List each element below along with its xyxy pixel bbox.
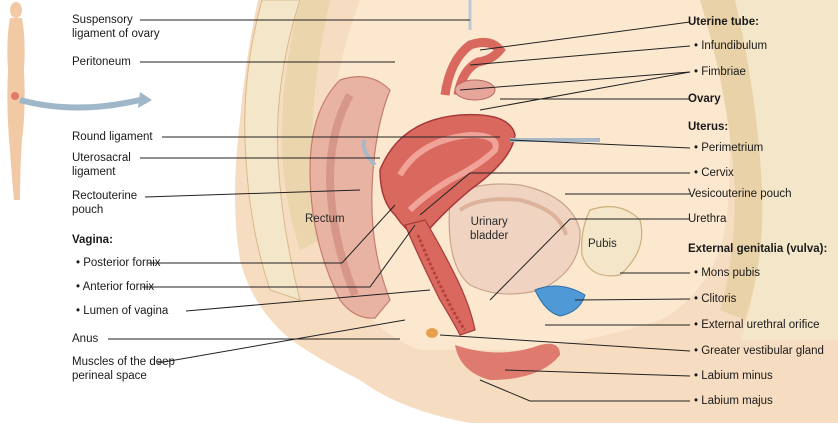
label-rectouterine-pouch: Rectouterine pouch xyxy=(72,190,138,216)
ovary-shape xyxy=(454,79,496,101)
label-pubis: Pubis xyxy=(588,238,617,250)
label-fimbriae: • Fimbriae xyxy=(694,66,746,78)
label-cervix: • Cervix xyxy=(694,167,734,179)
label-urinary-bladder: Urinary bladder xyxy=(470,216,509,242)
label-external-genitalia-heading: External genitalia (vulva): xyxy=(688,243,828,255)
label-muscles-deep-perineal: Muscles of the deep perineal space xyxy=(72,356,175,382)
label-anus: Anus xyxy=(72,333,99,345)
label-anterior-fornix: • Anterior fornix xyxy=(76,281,155,293)
label-vagina-heading: Vagina: xyxy=(72,234,113,246)
label-uterus-heading: Uterus: xyxy=(688,121,729,133)
clitoris-shape xyxy=(534,285,586,317)
label-lumen-of-vagina: • Lumen of vagina xyxy=(76,305,169,317)
uterine-tube-shape xyxy=(440,37,506,96)
label-labium-minus: • Labium minus xyxy=(694,370,773,382)
label-perimetrium: • Perimetrium xyxy=(694,142,764,154)
body-section xyxy=(235,0,838,423)
label-peritoneum: Peritoneum xyxy=(72,56,131,68)
label-labium-majus: • Labium majus xyxy=(694,395,773,407)
label-infundibulum: • Infundibulum xyxy=(694,40,768,52)
pubis-shape xyxy=(581,206,643,277)
vagina-shape xyxy=(404,219,476,336)
label-urethra: Urethra xyxy=(688,213,727,225)
label-suspensory-ligament: Suspensory ligament of ovary xyxy=(72,14,160,40)
label-greater-vestibular-gland: • Greater vestibular gland xyxy=(694,345,824,357)
reference-figure xyxy=(7,2,25,200)
label-mons-pubis: • Mons pubis xyxy=(694,267,761,279)
pointer-arrow xyxy=(19,97,141,111)
label-ovary: Ovary xyxy=(688,93,721,105)
label-vesicouterine-pouch: Vesicouterine pouch xyxy=(688,188,792,200)
label-external-urethral-orifice: • External urethral orifice xyxy=(694,319,820,331)
label-posterior-fornix: • Posterior fornix xyxy=(76,257,161,269)
label-uterine-tube-heading: Uterine tube: xyxy=(688,16,759,28)
label-rectum: Rectum xyxy=(305,213,345,225)
label-uterosacral-ligament: Uterosacral ligament xyxy=(72,152,131,178)
label-round-ligament: Round ligament xyxy=(72,131,153,143)
label-clitoris: • Clitoris xyxy=(694,293,737,305)
leader-lines xyxy=(108,19,691,402)
